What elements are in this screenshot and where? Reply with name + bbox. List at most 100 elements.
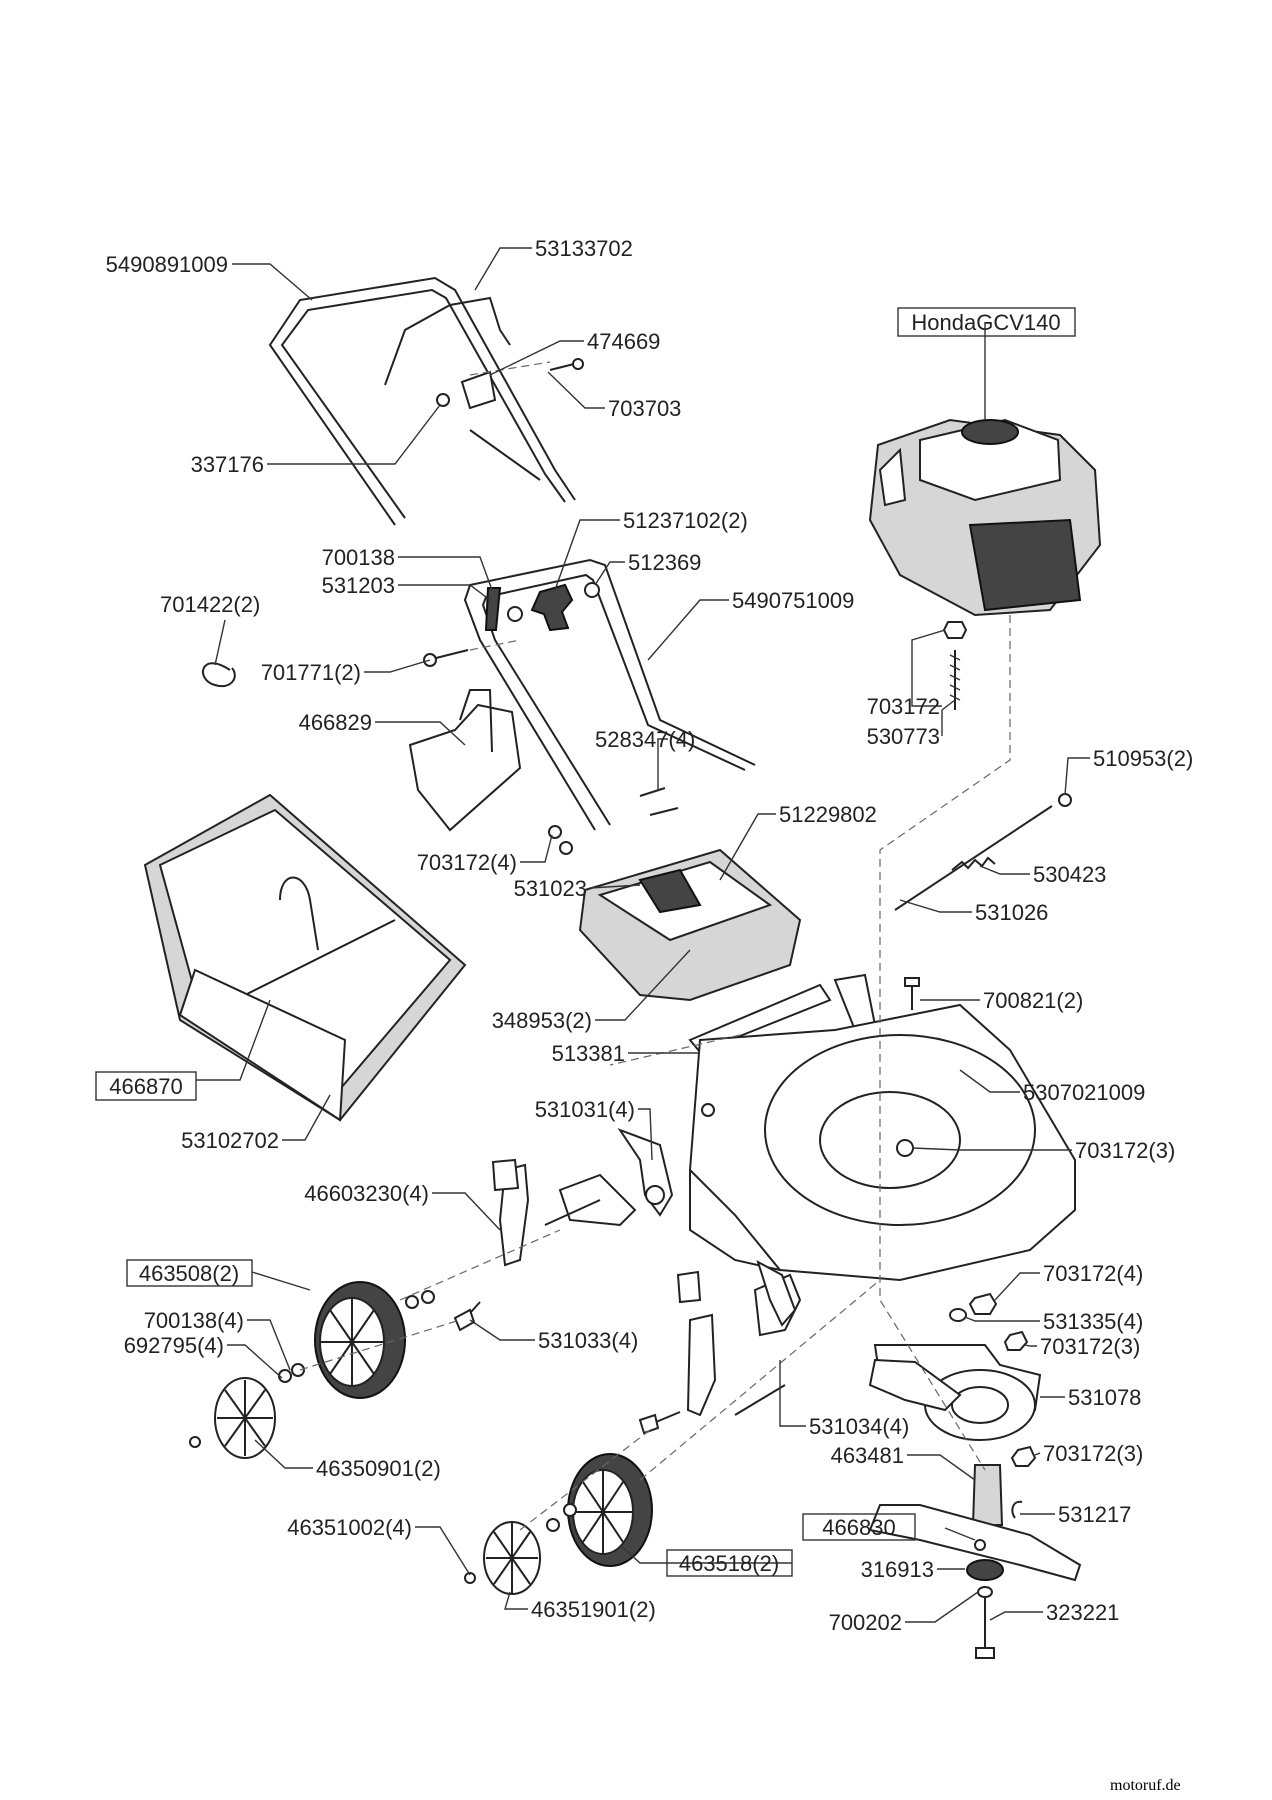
washer-700202-part — [977, 1586, 993, 1598]
label-cap-46351002: 46351002(4) — [287, 1515, 412, 1540]
plate-531078-part — [868, 1344, 1042, 1441]
nut-703172-4b-part — [968, 1292, 998, 1315]
spring-530423-part — [951, 856, 996, 871]
label-guide-466829: 466829 — [299, 710, 372, 735]
axle-bracket-rear — [558, 1173, 637, 1227]
cable-part — [384, 296, 511, 386]
label-stud-530773: 530773 — [867, 724, 940, 749]
label-nut-703172: 703172 — [867, 694, 940, 719]
screw-703703-head — [572, 358, 584, 370]
nut-510953-part — [1058, 793, 1072, 807]
engine-muffler — [968, 518, 1082, 612]
lower-handle-part — [463, 558, 756, 831]
label-nut-703172-3b: 703172(3) — [1040, 1334, 1140, 1359]
label-washer-316913: 316913 — [861, 1557, 934, 1582]
lever-part — [460, 370, 497, 410]
label-cover-51229802: 51229802 — [779, 802, 877, 827]
engine-tank — [878, 447, 907, 507]
wheel-cover-46603230-front — [686, 1313, 717, 1417]
bolt-528347-b — [649, 807, 679, 816]
engine-fan-cover — [961, 419, 1019, 445]
label-screw-348953: 348953(2) — [492, 1008, 592, 1033]
label-flap-513381: 513381 — [552, 1041, 625, 1066]
washer-rear-b — [421, 1290, 435, 1304]
label-nut-337176: 337176 — [191, 452, 264, 477]
label-knob: 51237102(2) — [623, 508, 748, 533]
watermark-logo: motoruf.de — [1110, 1777, 1181, 1794]
part-labels: 5490891009 53133702 474669 703703 337176… — [106, 236, 1194, 1635]
washer-316913-part — [966, 1559, 1004, 1581]
label-deck: 5307021009 — [1023, 1080, 1145, 1105]
label-upper-handle: 5490891009 — [106, 252, 228, 277]
engine-label-box — [897, 307, 1076, 337]
label-blade-466830: 466830 — [822, 1515, 895, 1540]
label-nut-703172-4a: 703172(4) — [417, 850, 517, 875]
label-lower-handle: 5490751009 — [732, 588, 854, 613]
deck-hinge-nut — [701, 1103, 715, 1117]
wheel-463518-label-box — [666, 1549, 793, 1577]
nut-703172-4a-1 — [548, 825, 562, 839]
label-bolt-531203: 531203 — [322, 573, 395, 598]
part-drawings — [143, 276, 1102, 1659]
watermark: motoruf.de — [1110, 1777, 1181, 1794]
nut-703172-3b-part — [1003, 1330, 1029, 1351]
bracket-531031-front — [756, 1259, 797, 1327]
clip-701422-part — [202, 662, 236, 688]
mower-deck-part — [688, 1003, 1076, 1282]
label-wheel-463508: 463508(2) — [139, 1261, 239, 1286]
washer-531335-part — [949, 1308, 967, 1322]
wheel-cover-46603230-top — [491, 1158, 520, 1192]
label-cable: 53133702 — [535, 236, 633, 261]
label-wheel-463518: 463518(2) — [679, 1551, 779, 1576]
nut-703172-4a-2 — [559, 841, 573, 855]
label-spring-530423: 530423 — [1033, 862, 1106, 887]
knob-part — [530, 583, 574, 632]
label-washer-700202: 700202 — [829, 1610, 902, 1635]
cable-rod-part — [469, 429, 541, 481]
label-plate-531078: 531078 — [1068, 1385, 1141, 1410]
axle-front — [734, 1384, 786, 1416]
washer-front-b — [546, 1518, 560, 1532]
label-bolt-323221: 323221 — [1046, 1600, 1119, 1625]
label-rod-531026: 531026 — [975, 900, 1048, 925]
upper-handle-part — [268, 276, 576, 526]
label-washer-692795: 692795(4) — [124, 1333, 224, 1358]
nut-703172-3a-1 — [896, 1139, 914, 1157]
label-bracket-531031: 531031(4) — [535, 1097, 635, 1122]
washer-rear-a — [405, 1295, 419, 1309]
label-bolt-700821: 700821(2) — [983, 988, 1083, 1013]
label-hub-463481: 463481 — [831, 1443, 904, 1468]
nut-337176-part — [436, 393, 450, 407]
blade-hole — [974, 1539, 986, 1551]
stud-530773-thread — [949, 654, 961, 701]
leader-lines — [196, 247, 1090, 1623]
label-bolt-528347: 528347(4) — [595, 727, 695, 752]
bolt-528347-a — [639, 787, 666, 797]
bolt-531203-part — [484, 587, 502, 631]
washer-front-a — [563, 1503, 577, 1517]
label-washer-531335: 531335(4) — [1043, 1309, 1143, 1334]
label-nut-700138: 700138 — [322, 545, 395, 570]
label-cover-46603230: 46603230(4) — [304, 1181, 429, 1206]
catcher-label-box — [95, 1071, 197, 1101]
front-wheel-part — [567, 1453, 653, 1567]
label-lever: 474669 — [587, 329, 660, 354]
label-bolt-531033: 531033(4) — [538, 1328, 638, 1353]
label-washer-512369: 512369 — [628, 550, 701, 575]
label-nut-703172-4b: 703172(4) — [1043, 1261, 1143, 1286]
wheel-cover-46603230-rear — [498, 1163, 530, 1267]
label-axle-531034: 531034(4) — [809, 1414, 909, 1439]
label-hubcap-46350901: 46350901(2) — [316, 1456, 441, 1481]
label-key-531217: 531217 — [1058, 1502, 1131, 1527]
wheel-463508-label-box — [126, 1259, 253, 1287]
blade-label-box — [802, 1513, 916, 1541]
label-screw-701771: 701771(2) — [261, 660, 361, 685]
bolt-700821-head — [904, 977, 920, 987]
washer-512369-part — [584, 582, 600, 598]
label-nut-703172-3c: 703172(3) — [1043, 1441, 1143, 1466]
label-nut-700138-4: 700138(4) — [144, 1308, 244, 1333]
grass-catcher-part — [143, 793, 467, 1122]
nut-703172-3c-part — [1010, 1445, 1037, 1467]
rod-531026-part — [894, 805, 1053, 911]
